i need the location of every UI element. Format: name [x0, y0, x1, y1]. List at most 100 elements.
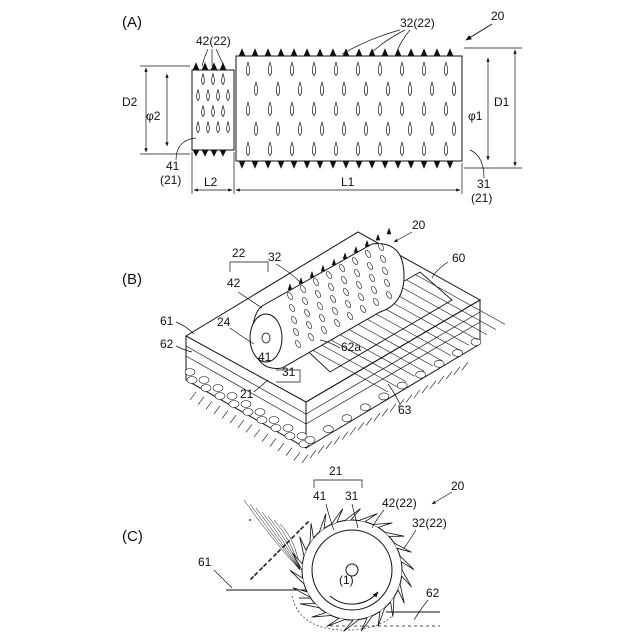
tooth-bottom-small — [202, 150, 208, 156]
tooth-bottom — [317, 161, 323, 168]
tooth-top — [447, 49, 453, 56]
leader-41-a — [176, 138, 196, 160]
leader-32-c — [404, 530, 416, 548]
spray-dot — [265, 563, 267, 565]
blade — [402, 570, 412, 587]
tooth-bottom — [382, 161, 388, 168]
teardrop — [312, 62, 315, 75]
blade — [327, 618, 345, 626]
stone — [283, 425, 293, 432]
tooth-bottom — [265, 161, 271, 168]
spray-dot — [293, 535, 295, 537]
ref-41-c: 41 — [313, 489, 327, 503]
roller-spike-b — [321, 265, 325, 271]
tooth-bottom — [447, 161, 453, 168]
teardrop — [212, 74, 215, 85]
stone — [397, 382, 407, 389]
hatch — [278, 443, 284, 451]
stone — [416, 371, 426, 378]
strip-line — [397, 285, 487, 335]
hatch — [406, 395, 412, 403]
leader-31-a — [470, 150, 484, 178]
ref-20-b: 20 — [412, 218, 426, 232]
ref-20-a: 20 — [491, 9, 505, 23]
teardrop — [386, 82, 389, 95]
tooth-top — [382, 49, 388, 56]
tooth-bottom — [408, 161, 414, 168]
tooth-bottom — [421, 161, 427, 168]
spray-dot — [256, 572, 258, 574]
spray-dot — [279, 549, 281, 551]
teardrop — [334, 102, 337, 115]
teardrop — [430, 82, 433, 95]
tooth-top — [421, 49, 427, 56]
ref-61-b: 61 — [160, 314, 174, 328]
ref-31-a: 31 — [477, 177, 491, 191]
dust-dot — [301, 597, 303, 599]
hatch — [358, 422, 364, 430]
spray-dot — [252, 576, 254, 578]
teardrop — [227, 90, 230, 101]
hatch — [390, 404, 396, 412]
hatch — [374, 413, 380, 421]
axle-b — [262, 333, 270, 343]
spray-dot — [307, 521, 309, 523]
tooth-bottom — [239, 161, 245, 168]
hatch — [310, 450, 316, 458]
hatch — [222, 411, 228, 419]
arrow-20-b — [394, 232, 412, 242]
teardrop — [400, 142, 403, 155]
ref-62-c: 62 — [426, 586, 440, 600]
tooth-top — [239, 49, 245, 56]
stone — [271, 425, 281, 432]
teardrop — [444, 102, 447, 115]
roller-spike-b — [376, 234, 380, 240]
bracket-22-b — [230, 262, 268, 272]
ref-21-right-a: (21) — [471, 191, 492, 205]
strip-line — [406, 280, 496, 330]
teardrop — [430, 122, 433, 135]
teardrop — [422, 142, 425, 155]
hatch — [438, 376, 444, 384]
teardrop — [378, 62, 381, 75]
ref-62a-b: 62a — [341, 340, 361, 354]
roller-cross-section — [290, 509, 414, 632]
tooth-bottom-small — [220, 150, 226, 156]
bracket-21-c — [314, 480, 362, 488]
teardrop — [334, 142, 337, 155]
hatch — [230, 415, 236, 423]
arrow-20-c — [432, 492, 452, 504]
leader-42-b — [238, 292, 262, 308]
hatch — [254, 429, 260, 437]
spray-dot — [284, 544, 286, 546]
ref-32-22-c: 32(22) — [412, 516, 447, 530]
tooth-top-small — [202, 63, 208, 70]
teardrop — [312, 142, 315, 155]
stone — [453, 349, 463, 356]
hatch — [326, 441, 332, 449]
ref-31-c: 31 — [345, 489, 359, 503]
ref-61-c: 61 — [198, 555, 212, 569]
ref-42-b: 42 — [227, 276, 241, 290]
stone — [201, 385, 211, 392]
stone — [213, 385, 223, 392]
teardrop — [422, 62, 425, 75]
hatch — [302, 455, 308, 463]
teardrop — [408, 122, 411, 135]
tooth-bottom — [291, 161, 297, 168]
tooth-top — [265, 49, 271, 56]
hatch — [214, 406, 220, 414]
stone — [199, 377, 209, 384]
teardrop — [246, 142, 249, 155]
dust-dot — [303, 597, 305, 599]
phi1-label: φ1 — [468, 109, 483, 123]
tooth-top — [330, 49, 336, 56]
stone — [187, 377, 197, 384]
tooth-top — [356, 49, 362, 56]
teardrop — [444, 142, 447, 155]
teardrop — [356, 102, 359, 115]
tooth-top — [252, 49, 258, 56]
teardrop — [334, 62, 337, 75]
roller-spike-b — [310, 272, 314, 278]
ref-42-22-c: 42(22) — [382, 496, 417, 510]
